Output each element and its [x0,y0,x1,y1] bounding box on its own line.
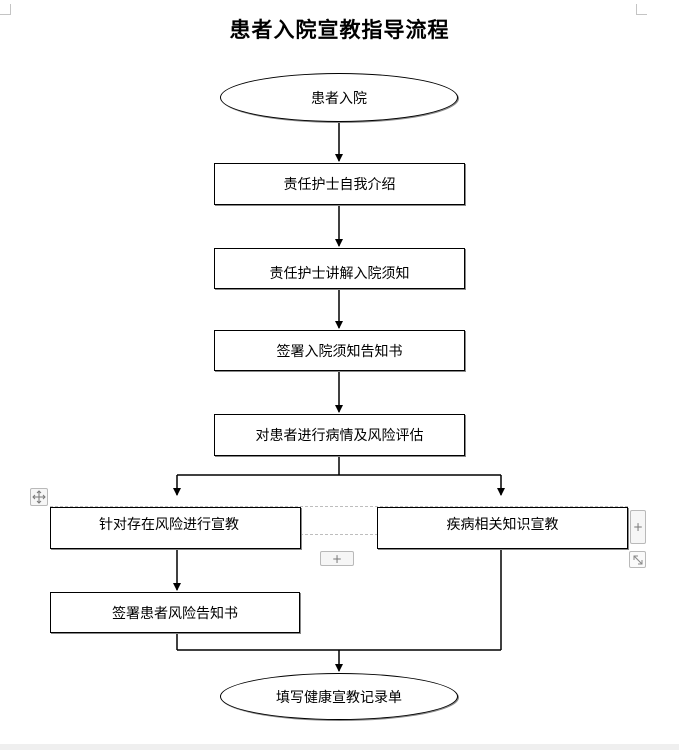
table-resize-handle[interactable] [629,551,646,568]
plus-icon: + [331,551,343,566]
intro-step: 责任护士自我介绍 [214,163,465,205]
add-row-button[interactable]: + [320,551,354,566]
disease-education-step: 疾病相关知识宣教 [377,507,628,549]
sign-risk-step: 签署患者风险告知书 [50,592,300,633]
page-corner-mark-left [0,4,11,15]
assessment-step: 对患者进行病情及风险评估 [214,414,465,456]
explain-step: 责任护士讲解入院须知 [214,248,465,289]
page-corner-mark-right [636,4,647,15]
table-gridline-middle [50,534,628,535]
move-handle-icon [32,490,46,504]
start-node: 患者入院 [220,73,458,122]
sign-notice-step: 签署入院须知告知书 [214,330,465,371]
risk-education-step: 针对存在风险进行宣教 [50,507,301,549]
end-node: 填写健康宣教记录单 [220,673,458,720]
resize-diagonal-icon [633,555,642,564]
page-bottom-edge [0,744,679,750]
table-move-handle[interactable] [30,488,48,506]
add-column-button[interactable]: + [630,510,646,544]
table-gridline-top [50,506,628,507]
plus-icon: + [632,520,644,534]
page-title: 患者入院宣教指导流程 [229,18,450,42]
